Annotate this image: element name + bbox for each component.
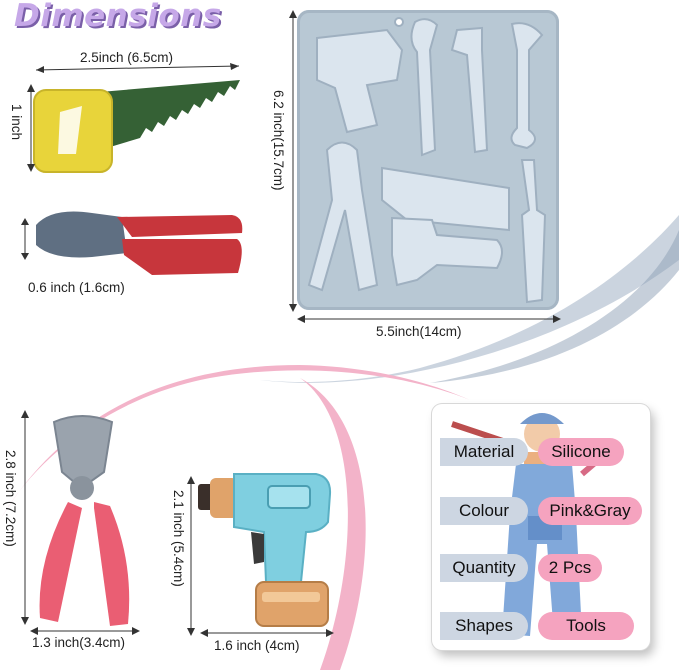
dimension-line — [187, 476, 195, 636]
dimension-line — [27, 84, 35, 172]
saw-icon — [33, 80, 240, 173]
saw-height-label: 1 inch — [9, 104, 24, 141]
dimension-line — [35, 63, 240, 73]
page-title: Dimensions — [14, 0, 222, 34]
dimension-line — [289, 10, 297, 312]
spec-label: Material — [440, 438, 528, 466]
pliers-width-label: 1.3 inch(3.4cm) — [32, 635, 126, 650]
pliers-icon — [36, 211, 243, 275]
dimension-line — [297, 315, 561, 323]
pliers-height-label: 2.8 inch (7.2cm) — [3, 450, 18, 547]
pliers-icon — [39, 415, 130, 626]
dimension-line — [30, 627, 140, 635]
spec-value: Pink&Gray — [538, 497, 642, 525]
mold-height-label: 6.2 inch(15.7cm) — [271, 90, 286, 191]
tool-mold — [297, 10, 559, 310]
saw-width-label: 2.5inch (6.5cm) — [80, 50, 174, 65]
spec-value: Tools — [538, 612, 634, 640]
spec-value: Silicone — [538, 438, 624, 466]
dimension-line — [21, 218, 29, 260]
small-pliers-height-label: 0.6 inch (1.6cm) — [28, 280, 125, 295]
drill-height-label: 2.1 inch (5.4cm) — [171, 490, 186, 587]
mold-width-label: 5.5inch(14cm) — [376, 324, 462, 339]
mold-cavities — [307, 17, 547, 304]
spec-label: Colour — [440, 497, 528, 525]
drill-width-label: 1.6 inch (4cm) — [214, 638, 300, 653]
spec-value: 2 Pcs — [538, 554, 602, 582]
dimension-line — [200, 629, 334, 637]
drill-icon — [198, 473, 332, 627]
dimension-line — [21, 410, 29, 625]
spec-label: Shapes — [440, 612, 528, 640]
spec-label: Quantity — [440, 554, 528, 582]
